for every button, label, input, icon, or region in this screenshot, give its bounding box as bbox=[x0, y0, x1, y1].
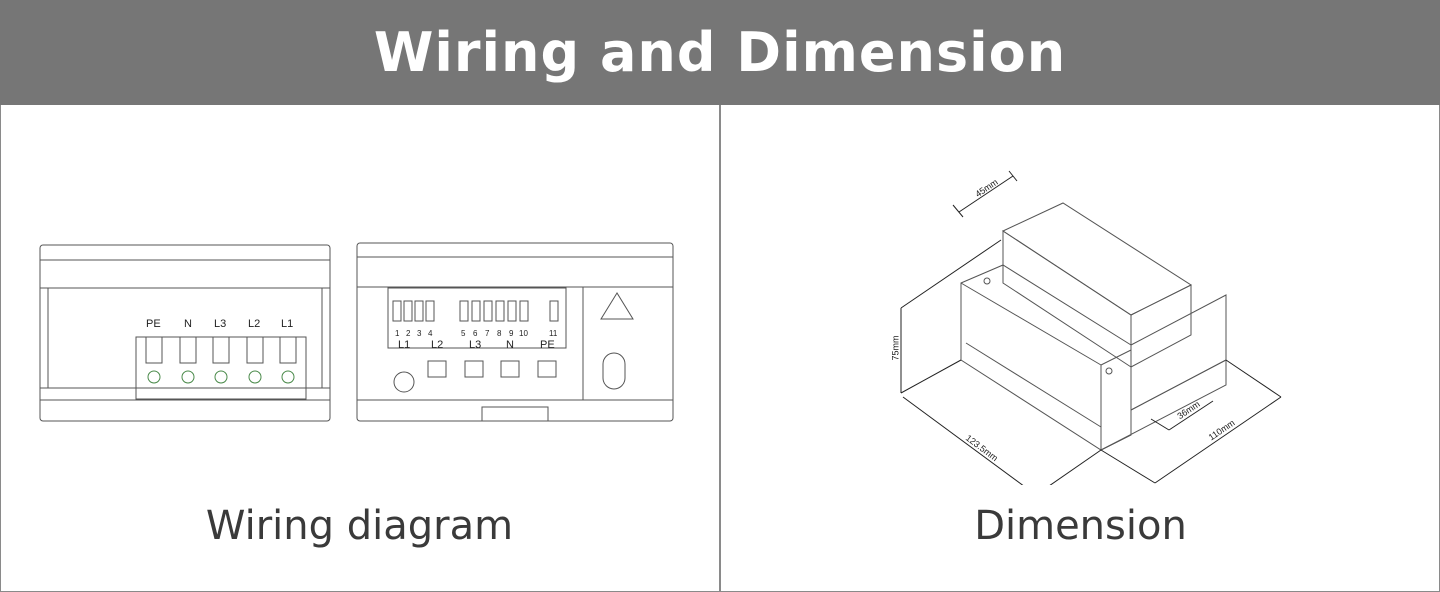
dimension-caption: Dimension bbox=[974, 503, 1187, 549]
rear-label-l2: L2 bbox=[431, 339, 444, 351]
rear-number-3: 3 bbox=[417, 329, 422, 338]
page-header: Wiring and Dimension bbox=[0, 0, 1440, 105]
rear-number-5: 5 bbox=[461, 329, 466, 338]
rear-label-n: N bbox=[506, 339, 514, 351]
front-label-l3: L3 bbox=[214, 318, 227, 330]
dim-label-36: 36mm bbox=[1175, 398, 1202, 422]
front-label-l2: L2 bbox=[248, 318, 261, 330]
rear-screw-circle bbox=[393, 371, 415, 393]
dimension-panel: 45mm 75mm 123.5mm 110mm 36mm Dimension bbox=[721, 105, 1440, 592]
dim-label-110: 110mm bbox=[1206, 417, 1237, 443]
dim-label-75: 75mm bbox=[890, 335, 901, 361]
din-clip bbox=[602, 352, 626, 390]
front-label-pe: PE bbox=[146, 318, 161, 330]
wiring-drawing bbox=[39, 242, 674, 422]
rear-terminal-slots bbox=[427, 360, 557, 378]
front-label-l1: L1 bbox=[281, 318, 294, 330]
rear-number-9: 9 bbox=[509, 329, 514, 338]
rear-label-l1: L1 bbox=[398, 339, 411, 351]
rear-view bbox=[356, 242, 674, 422]
rear-number-11: 11 bbox=[549, 329, 558, 338]
rear-bottom-latch bbox=[481, 406, 549, 422]
rear-switches bbox=[392, 300, 559, 322]
dim-label-123: 123.5mm bbox=[963, 432, 1000, 464]
rear-label-pe: PE bbox=[540, 339, 555, 351]
page-title: Wiring and Dimension bbox=[373, 21, 1067, 84]
panel-divider bbox=[719, 105, 721, 592]
rear-number-7: 7 bbox=[485, 329, 490, 338]
dim-label-45: 45mm bbox=[973, 176, 1000, 200]
rear-number-6: 6 bbox=[473, 329, 478, 338]
front-label-n: N bbox=[184, 318, 192, 330]
warning-triangle-icon bbox=[600, 292, 634, 320]
wiring-caption: Wiring diagram bbox=[205, 503, 514, 549]
wiring-panel: PE N L3 L2 L1 1 2 3 4 5 6 7 8 9 10 11 L1… bbox=[0, 105, 719, 592]
rear-number-10: 10 bbox=[519, 329, 528, 338]
rear-number-1: 1 bbox=[395, 329, 400, 338]
front-terminal-screws bbox=[147, 370, 295, 384]
front-view bbox=[39, 244, 331, 422]
dimension-lines bbox=[900, 170, 1282, 496]
front-terminal-clips bbox=[145, 336, 297, 364]
rear-label-l3: L3 bbox=[469, 339, 482, 351]
dimension-drawing bbox=[900, 170, 1282, 496]
rear-number-2: 2 bbox=[406, 329, 411, 338]
rear-number-4: 4 bbox=[428, 329, 433, 338]
rear-number-8: 8 bbox=[497, 329, 502, 338]
